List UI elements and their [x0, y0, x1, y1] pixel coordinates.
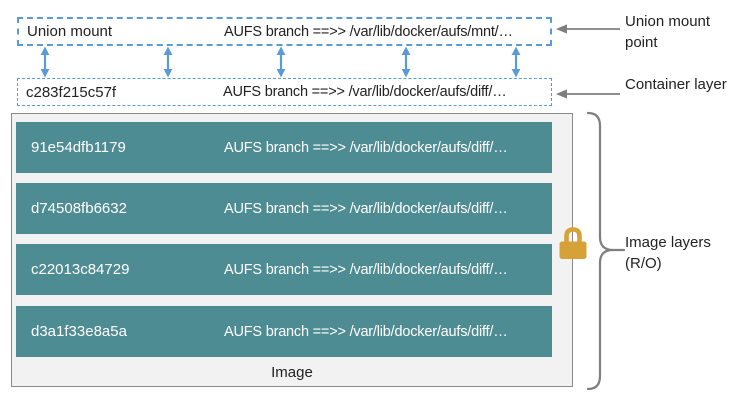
layer-id: d74508fb6632: [31, 200, 127, 217]
container-layer-box: c283f215c57f AUFS branch ==>> /var/lib/d…: [17, 78, 552, 106]
layer-branch-path: AUFS branch ==>> /var/lib/docker/aufs/di…: [224, 139, 508, 156]
union-mount-box: Union mount AUFS branch ==>> /var/lib/do…: [17, 17, 552, 46]
image-layer-row: d3a1f33e8a5a AUFS branch ==>> /var/lib/d…: [16, 306, 552, 357]
double-arrow-icon: [401, 46, 411, 78]
union-mount-point-label: Union mount point: [625, 13, 711, 51]
double-arrow-icon: [511, 46, 521, 78]
image-layer-row: c22013c84729 AUFS branch ==>> /var/lib/d…: [16, 244, 552, 295]
image-layer-row: d74508fb6632 AUFS branch ==>> /var/lib/d…: [16, 183, 552, 234]
union-mount-label: Union mount: [27, 23, 113, 40]
double-arrow-icon: [276, 46, 286, 78]
container-layer-label: Container layer: [625, 76, 727, 93]
double-arrow-icon: [40, 46, 50, 78]
double-arrow-icon: [163, 46, 173, 78]
image-layer-row: 91e54dfb1179 AUFS branch ==>> /var/lib/d…: [16, 122, 552, 173]
layer-id: c22013c84729: [31, 261, 130, 278]
container-layer-branch-path: AUFS branch ==>> /var/lib/docker/aufs/di…: [223, 84, 507, 100]
layer-branch-path: AUFS branch ==>> /var/lib/docker/aufs/di…: [224, 323, 508, 340]
image-layers-brace: [586, 111, 626, 391]
image-caption: Image: [271, 364, 313, 381]
left-arrow-icon: [556, 89, 620, 99]
layer-id: d3a1f33e8a5a: [31, 323, 127, 340]
layer-branch-path: AUFS branch ==>> /var/lib/docker/aufs/di…: [224, 200, 508, 217]
image-layers-label: Image layers (R/O): [625, 234, 711, 272]
container-layer-id: c283f215c57f: [26, 83, 117, 101]
left-arrow-icon: [556, 24, 620, 34]
union-mount-branch-path: AUFS branch ==>> /var/lib/docker/aufs/mn…: [224, 23, 513, 40]
layer-id: 91e54dfb1179: [31, 139, 126, 156]
layer-branch-path: AUFS branch ==>> /var/lib/docker/aufs/di…: [224, 261, 508, 278]
image-box: 91e54dfb1179 AUFS branch ==>> /var/lib/d…: [11, 113, 573, 387]
lock-icon: [559, 227, 587, 259]
